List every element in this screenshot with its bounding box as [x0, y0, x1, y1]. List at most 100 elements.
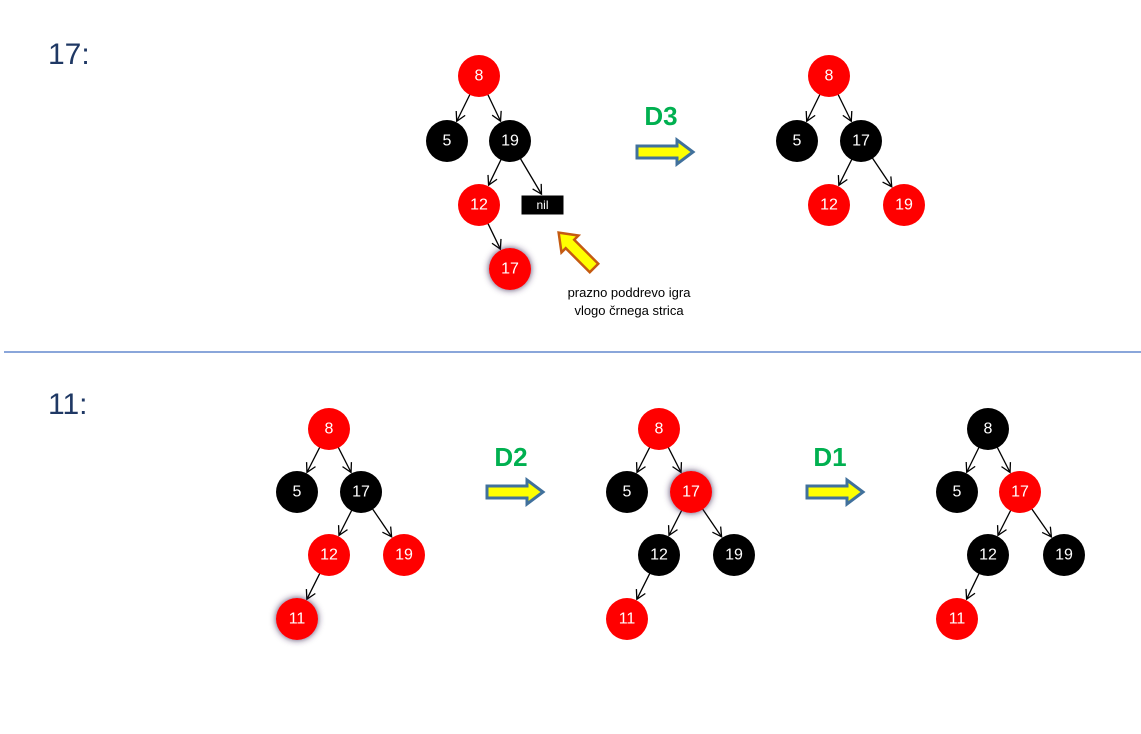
- tree-node-black: 5: [276, 471, 318, 513]
- node-circle: [638, 534, 680, 576]
- tree-edge-arrow: [667, 506, 684, 537]
- node-circle: [383, 534, 425, 576]
- node-label: 12: [820, 197, 838, 214]
- tree-node-black: 19: [489, 120, 531, 162]
- node-circle: [883, 184, 925, 226]
- transition-arrow-icon: [485, 477, 546, 507]
- node-circle: [489, 120, 531, 162]
- node-label: 19: [501, 133, 519, 150]
- node-label: 12: [470, 197, 488, 214]
- node-label: 8: [984, 421, 993, 438]
- node-label: 5: [443, 133, 452, 150]
- node-label: 8: [475, 68, 484, 85]
- node-circle: [808, 184, 850, 226]
- transition-arrow-icon: [805, 477, 866, 507]
- node-circle: [999, 471, 1041, 513]
- node-circle: [967, 408, 1009, 450]
- case-label-d3: D3: [644, 101, 677, 131]
- node-label: 5: [623, 484, 632, 501]
- tree-node-red: 8: [638, 408, 680, 450]
- tree-node-black: 17: [840, 120, 882, 162]
- node-circle: [840, 120, 882, 162]
- node-label: 12: [320, 547, 338, 564]
- tree-edge-arrow: [1029, 505, 1053, 539]
- tree-node-red: 12: [458, 184, 500, 226]
- case-label-d1: D1: [813, 442, 846, 472]
- node-circle: [308, 534, 350, 576]
- tree-node-red: 11: [606, 598, 648, 640]
- node-label: 11: [949, 611, 966, 628]
- tree-node-black: 5: [606, 471, 648, 513]
- section-11-title: 11:: [48, 388, 87, 421]
- tree-edge-arrow: [635, 569, 652, 601]
- tree-node-black: 5: [776, 120, 818, 162]
- node-circle: [606, 471, 648, 513]
- tree-node-red: 17: [999, 471, 1041, 513]
- node-circle: [308, 408, 350, 450]
- node-label: 17: [852, 133, 870, 150]
- tree-edge-arrow: [305, 569, 322, 601]
- node-label: 8: [655, 421, 664, 438]
- tree-edge-arrow: [336, 443, 353, 474]
- node-circle: [458, 55, 500, 97]
- nil-leaf: nil: [520, 194, 565, 216]
- tree-node-red: 19: [383, 534, 425, 576]
- tree-edge-arrow: [485, 220, 502, 251]
- node-label: 11: [619, 611, 636, 628]
- node-label: 11: [289, 611, 306, 628]
- tree-node-black: 8: [967, 408, 1009, 450]
- node-circle: [808, 55, 850, 97]
- tree-node-red: 8: [458, 55, 500, 97]
- tree-edge-arrow: [337, 506, 354, 537]
- tree-node-red: 11: [936, 598, 978, 640]
- tree-edge-arrow: [635, 443, 652, 474]
- tree-edge-arrow: [805, 90, 823, 123]
- node-label: 8: [325, 421, 334, 438]
- nil-label: nil: [536, 198, 548, 212]
- transition-arrow-icon: [635, 137, 696, 167]
- tree-node-black: 19: [713, 534, 755, 576]
- node-label: 17: [352, 484, 370, 501]
- tree-edge-arrow: [835, 90, 853, 123]
- node-circle: [776, 120, 818, 162]
- node-label: 17: [1011, 484, 1029, 501]
- tree-node-black: 5: [426, 120, 468, 162]
- tree-edge-arrow: [455, 90, 473, 123]
- node-circle: [936, 598, 978, 640]
- tree-edge-arrow: [869, 154, 893, 188]
- node-circle: [713, 534, 755, 576]
- tree-edge-arrow: [370, 505, 393, 538]
- node-circle: [458, 184, 500, 226]
- node-label: 19: [725, 547, 743, 564]
- node-circle: [276, 471, 318, 513]
- node-label: 8: [825, 68, 834, 85]
- node-circle: [489, 248, 531, 290]
- tree-node-red: 17: [489, 248, 531, 290]
- tree-node-red: 12: [808, 184, 850, 226]
- node-circle: [276, 598, 318, 640]
- node-circle: [606, 598, 648, 640]
- tree-node-black: 19: [1043, 534, 1085, 576]
- tree-edge-arrow: [965, 570, 982, 601]
- note-line-1: prazno poddrevo igra: [568, 285, 692, 300]
- node-label: 5: [293, 484, 302, 501]
- tree-node-red: 8: [808, 55, 850, 97]
- tree-edge-arrow: [837, 155, 854, 187]
- tree-edge-arrow: [666, 443, 683, 474]
- note-line-2: vlogo črnega strica: [574, 303, 684, 318]
- tree-node-red: 17: [670, 471, 712, 513]
- node-circle: [638, 408, 680, 450]
- node-label: 5: [953, 484, 962, 501]
- tree-edge-arrow: [700, 505, 723, 538]
- node-label: 12: [650, 547, 668, 564]
- tree-edge-arrow: [487, 156, 504, 187]
- note-arrow-icon: [557, 231, 601, 275]
- node-label: 17: [501, 261, 519, 278]
- tree-edge-arrow: [965, 443, 982, 474]
- node-circle: [967, 534, 1009, 576]
- tree-node-black: 12: [967, 534, 1009, 576]
- tree-node-black: 17: [340, 471, 382, 513]
- tree-node-red: 19: [883, 184, 925, 226]
- node-circle: [670, 471, 712, 513]
